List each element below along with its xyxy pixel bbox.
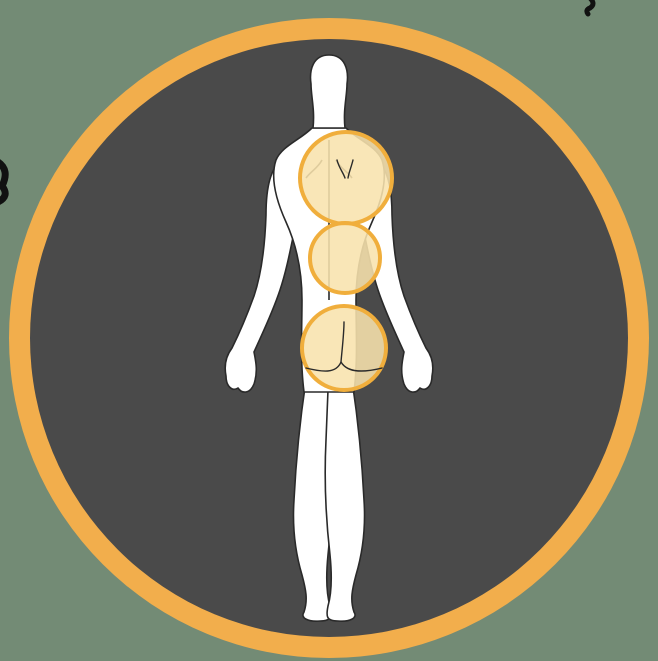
highlight-buttocks: [302, 306, 386, 390]
pain-highlights: [300, 132, 392, 390]
highlight-lower-back: [310, 223, 380, 293]
corner-glyph-left-icon: [0, 162, 5, 202]
highlight-upper-back: [300, 132, 392, 224]
head: [311, 55, 348, 128]
